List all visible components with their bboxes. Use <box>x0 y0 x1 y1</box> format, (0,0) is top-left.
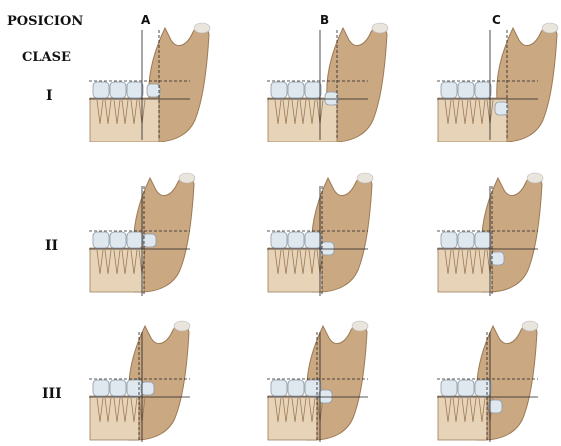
third-molar <box>141 382 154 395</box>
mandible-body <box>438 248 492 292</box>
molar-crown <box>441 232 457 248</box>
condyle-cap <box>179 173 195 183</box>
mandible-class-i-position-c <box>433 12 561 142</box>
third-molar <box>325 92 338 105</box>
molar-crown <box>271 82 287 98</box>
third-molar <box>491 252 504 265</box>
mandible-class-ii-position-a <box>85 168 230 298</box>
molar-crown <box>441 380 457 396</box>
third-molar <box>147 84 160 97</box>
condyle-cap <box>527 173 543 183</box>
mandible-class-iii-position-a <box>85 314 230 444</box>
molar-crown <box>458 232 474 248</box>
molar-crown <box>271 232 287 248</box>
mandible-class-iii-position-c <box>433 314 561 444</box>
row-label-ii: II <box>45 238 58 254</box>
third-molar <box>495 102 508 115</box>
molar-crown <box>441 82 457 98</box>
molar-crown <box>475 380 491 396</box>
molar-crown <box>127 232 143 248</box>
molar-crown <box>305 82 321 98</box>
molar-crown <box>271 380 287 396</box>
molar-crown <box>110 380 126 396</box>
condyle-cap <box>357 173 373 183</box>
condyle-cap <box>372 23 388 33</box>
molar-crown <box>110 82 126 98</box>
molar-crown <box>93 82 109 98</box>
condyle-cap <box>194 23 210 33</box>
condyle-cap <box>352 321 368 331</box>
molar-crown <box>475 82 491 98</box>
condyle-cap <box>174 321 190 331</box>
third-molar <box>489 400 502 413</box>
condyle-cap <box>542 23 558 33</box>
posicion-header: POSICION <box>7 14 83 29</box>
mandible-body <box>268 248 322 292</box>
third-molar <box>143 234 156 247</box>
mandible-class-i-position-b <box>263 12 408 142</box>
mandible-class-ii-position-c <box>433 168 561 298</box>
molar-crown <box>288 232 304 248</box>
condyle-cap <box>522 321 538 331</box>
molar-crown <box>305 232 321 248</box>
molar-crown <box>288 380 304 396</box>
mandible-class-iii-position-b <box>263 314 408 444</box>
molar-crown <box>458 380 474 396</box>
clase-header: CLASE <box>22 50 71 65</box>
molar-crown <box>93 380 109 396</box>
molar-crown <box>305 380 321 396</box>
third-molar <box>319 390 332 403</box>
molar-crown <box>110 232 126 248</box>
molar-crown <box>127 82 143 98</box>
molar-crown <box>475 232 491 248</box>
mandible-body <box>90 248 144 292</box>
row-label-iii: III <box>42 386 62 402</box>
mandible-class-ii-position-b <box>263 168 408 298</box>
molar-crown <box>93 232 109 248</box>
row-label-i: I <box>46 88 53 104</box>
mandible-class-i-position-a <box>85 12 230 142</box>
molar-crown <box>288 82 304 98</box>
third-molar <box>321 242 334 255</box>
molar-crown <box>458 82 474 98</box>
